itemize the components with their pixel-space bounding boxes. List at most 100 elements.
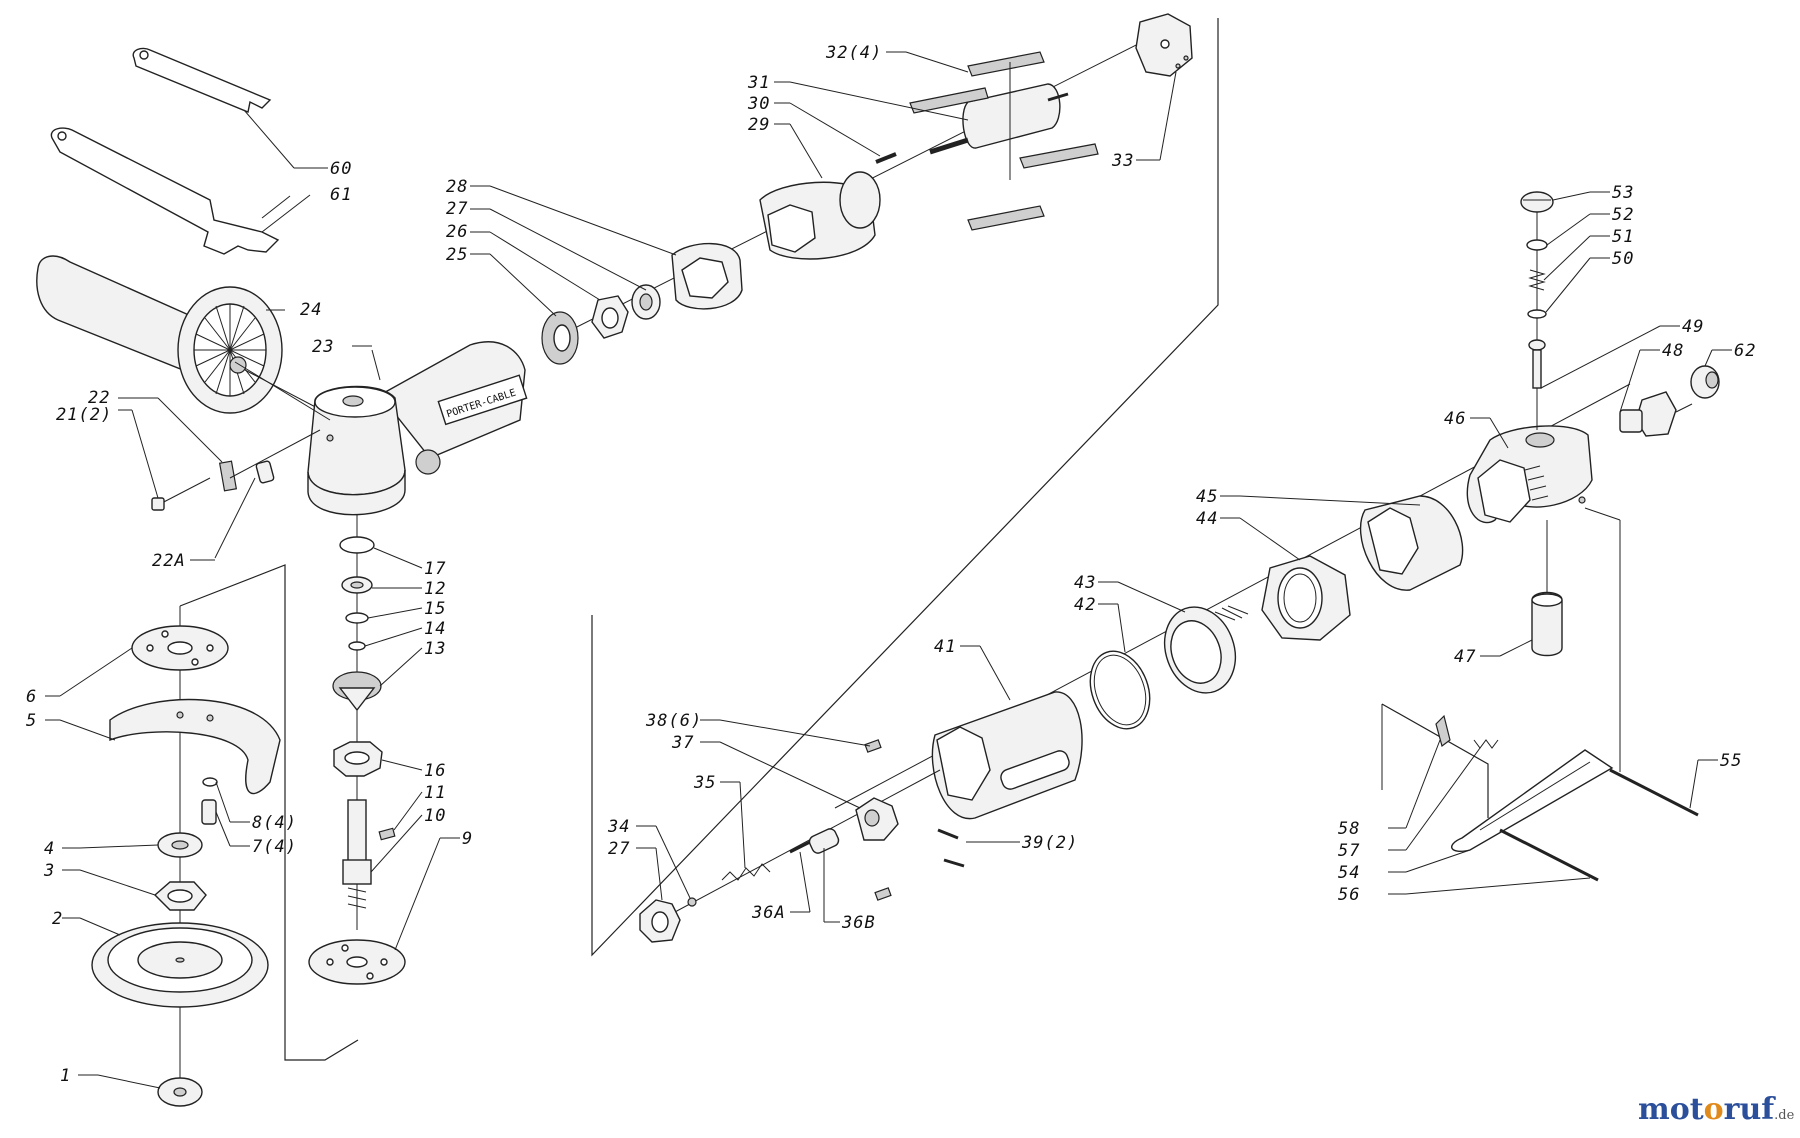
callout-22a: 22A xyxy=(152,551,186,571)
washer-14 xyxy=(348,641,366,651)
callout-10: 10 xyxy=(424,806,446,826)
callout-41: 41 xyxy=(934,637,956,657)
o-ring-50 xyxy=(1527,309,1547,319)
callout-52: 52 xyxy=(1612,205,1634,225)
bevel-gear-13 xyxy=(332,671,382,712)
motor-housing-41 xyxy=(931,691,1083,820)
callout-9: 9 xyxy=(462,829,473,849)
rotor-31 xyxy=(929,83,1069,155)
sleeve-45 xyxy=(1359,495,1464,591)
callout-38: 38(6) xyxy=(645,711,702,731)
leader-lines xyxy=(45,51,1732,1089)
callout-51: 51 xyxy=(1612,227,1634,247)
callout-58: 58 xyxy=(1338,819,1360,839)
callout-35: 35 xyxy=(693,773,716,793)
inlet-fitting-48 xyxy=(1619,391,1693,437)
callout-11: 11 xyxy=(424,783,446,803)
valve-housing-46 xyxy=(1466,425,1593,524)
callout-32: 32(4) xyxy=(825,43,882,63)
valve-sleeve-36b xyxy=(808,828,840,854)
blade-spring-38 xyxy=(864,739,892,901)
gear-head-housing-23: PORTER-CABLE xyxy=(307,341,528,516)
lock-ring-44 xyxy=(1261,555,1351,641)
callout-53: 53 xyxy=(1612,183,1634,203)
side-handle-24 xyxy=(36,255,326,414)
callout-62: 62 xyxy=(1734,341,1756,361)
callout-48: 48 xyxy=(1662,341,1684,361)
callout-7: 7(4) xyxy=(252,837,297,857)
callout-2: 2 xyxy=(52,909,63,929)
front-end-plate-37 xyxy=(855,797,899,841)
watermark-logo: motoruf.de xyxy=(1638,1092,1794,1127)
callout-42: 42 xyxy=(1074,595,1096,615)
callout-8: 8(4) xyxy=(252,813,297,833)
end-plate-28 xyxy=(671,242,743,310)
latch-spring-57 xyxy=(1473,739,1499,749)
spanner-wrench-61 xyxy=(50,127,291,255)
callout-24: 24 xyxy=(300,300,322,320)
callout-13: 13 xyxy=(424,639,446,659)
bevel-gear-25 xyxy=(541,311,579,365)
callout-labels: 60 61 24 23 22 21(2) 22A 28 27 26 25 32(… xyxy=(26,43,1756,1086)
key-30 xyxy=(875,152,897,164)
callout-46: 46 xyxy=(1444,409,1466,429)
callout-3: 3 xyxy=(43,861,55,881)
callout-47: 47 xyxy=(1454,647,1476,667)
valve-cap-53 xyxy=(1520,191,1554,213)
key-11 xyxy=(378,827,396,841)
lock-nut-26 xyxy=(591,295,629,339)
callout-22: 22 xyxy=(88,388,110,408)
callout-36b: 36B xyxy=(841,913,876,933)
valve-36a xyxy=(789,840,811,854)
bearing-cap-16 xyxy=(333,741,383,777)
spanner-wrench-60 xyxy=(132,47,295,169)
washer-52 xyxy=(1526,239,1548,251)
callout-55: 55 xyxy=(1720,751,1742,771)
safety-latch-58 xyxy=(1435,714,1451,748)
throttle-lever-54 xyxy=(1451,749,1614,852)
grinding-disc-2 xyxy=(91,922,269,1008)
logo-part-2: o xyxy=(1703,1092,1724,1127)
callout-37: 37 xyxy=(671,733,694,753)
callout-39: 39(2) xyxy=(1021,833,1078,853)
callout-16: 16 xyxy=(424,761,446,781)
logo-part-3: ruf xyxy=(1723,1092,1775,1127)
lever-frame xyxy=(1381,703,1489,818)
callout-54: 54 xyxy=(1338,863,1360,883)
callout-1: 1 xyxy=(60,1066,71,1086)
callout-27-lower: 27 xyxy=(608,839,630,859)
dust-cap-62 xyxy=(1690,365,1720,399)
callout-43: 43 xyxy=(1074,573,1096,593)
retaining-ring-15 xyxy=(345,612,369,624)
spring-51 xyxy=(1528,269,1546,291)
bushing-47 xyxy=(1531,520,1563,657)
washer-8 xyxy=(202,777,218,787)
callout-30: 30 xyxy=(747,94,770,114)
callout-12: 12 xyxy=(424,579,446,599)
screw-34 xyxy=(687,897,697,907)
logo-part-1: mot xyxy=(1638,1092,1704,1127)
callout-44: 44 xyxy=(1196,509,1218,529)
rear-end-plate-33 xyxy=(1135,13,1193,77)
logo-tld: .de xyxy=(1774,1108,1795,1123)
callout-6: 6 xyxy=(26,687,37,707)
callout-61: 61 xyxy=(330,185,352,205)
callout-17: 17 xyxy=(424,559,446,579)
callout-27-upper: 27 xyxy=(446,199,468,219)
callout-26: 26 xyxy=(446,222,468,242)
spring-clip-22 xyxy=(218,460,238,492)
callout-25: 25 xyxy=(446,245,468,265)
callout-28: 28 xyxy=(446,177,468,197)
callout-60: 60 xyxy=(330,159,352,179)
callout-33: 33 xyxy=(1111,151,1134,171)
spring-35 xyxy=(721,863,771,881)
flange-4 xyxy=(157,832,203,858)
callout-23: 23 xyxy=(312,337,334,357)
spindle-10 xyxy=(342,799,372,909)
handle-bolt-21 xyxy=(151,477,211,511)
bearing-27 xyxy=(631,284,661,320)
callout-15: 15 xyxy=(424,599,446,619)
bearing-nut-27-lower xyxy=(639,899,681,943)
assembly-frame-motor xyxy=(591,18,1219,957)
bushing-22a xyxy=(214,460,275,559)
